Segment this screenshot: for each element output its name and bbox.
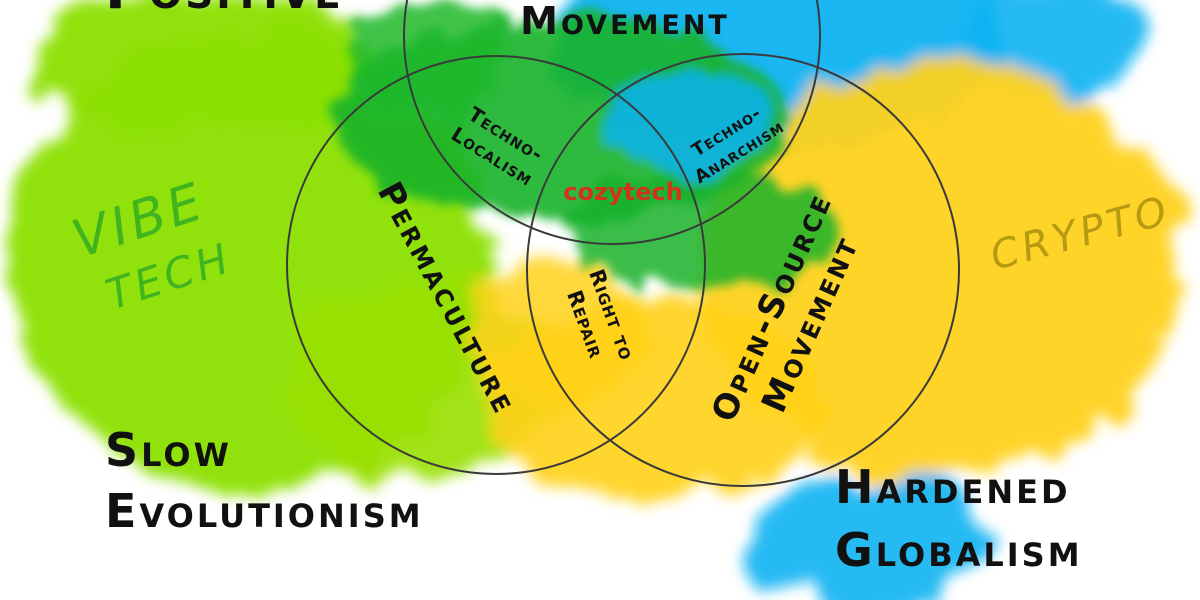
circle-right <box>526 53 960 487</box>
movement-label: Movement <box>520 0 730 43</box>
evolutionism-label: Evolutionism <box>105 484 424 538</box>
globalism-label: Globalism <box>835 523 1083 577</box>
deep-green-wash-3 <box>350 0 510 120</box>
venn-circles <box>286 0 960 487</box>
deep-green-wash-2 <box>560 170 840 290</box>
circle-left <box>286 55 706 475</box>
circle-top <box>403 0 821 245</box>
hardened-label: Hardened <box>835 460 1071 514</box>
yellow-wash-mid <box>470 260 650 400</box>
positive-label: Positive <box>105 0 344 22</box>
slow-label: Slow <box>105 423 232 477</box>
green-wash-top <box>30 0 370 130</box>
blue-wash-bottom <box>750 475 990 600</box>
yellow-wash <box>700 60 1180 480</box>
cozytech-label: cozytech <box>563 178 682 206</box>
blue-wash-inner <box>610 70 770 170</box>
watercolor-background <box>10 0 1180 600</box>
